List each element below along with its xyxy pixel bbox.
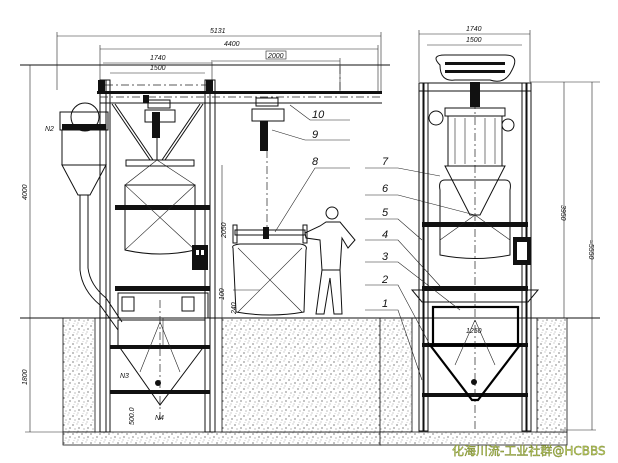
nozzle-n2-label: N2	[45, 126, 54, 133]
foundation-left	[62, 317, 382, 446]
dim-bag-height: 2050	[221, 222, 228, 239]
discharge-hopper-left	[117, 292, 209, 420]
dim-bag-gap: 100	[219, 288, 226, 300]
dim-side-total-height: ≈5550	[587, 240, 594, 260]
nozzle-n3-label: N3	[120, 373, 129, 380]
dust-collector-left	[59, 102, 123, 331]
hoist-left	[143, 95, 176, 160]
callout-6: 6	[382, 183, 389, 195]
dim-side-frame-width: 1740	[466, 26, 482, 33]
callout-7: 7	[382, 156, 389, 168]
dim-bag-base: 240	[231, 302, 238, 315]
callout-4: 4	[382, 229, 388, 241]
dimension-lines-right	[418, 30, 600, 431]
dim-frame-width: 1740	[150, 55, 166, 62]
callout-5: 5	[382, 207, 389, 219]
callout-2: 2	[381, 274, 388, 286]
callout-3: 3	[382, 251, 389, 263]
dim-inner-width: 1500	[150, 65, 166, 72]
callout-8: 8	[312, 156, 319, 168]
callout-1: 1	[382, 298, 388, 310]
watermark: 化海川流-工业社群@HCBBS	[452, 443, 606, 458]
dim-hoist-travel: 2000	[267, 53, 284, 60]
hoist-right	[251, 97, 285, 239]
dim-side-inner-width: 1500	[466, 37, 482, 44]
bulk-bag-right	[439, 179, 531, 265]
dim-overall-width: 5131	[210, 28, 226, 35]
callout-leaders-upper	[271, 104, 350, 233]
bulk-bag-lifted	[232, 224, 308, 316]
callout-leaders-side	[365, 167, 476, 381]
dim-hopper-opening: 1250	[466, 328, 482, 335]
dim-rail-span: 4400	[224, 41, 240, 48]
dim-height: 4000	[22, 184, 29, 200]
callout-9: 9	[312, 129, 318, 141]
discharge-hopper-right	[410, 289, 540, 402]
dim-side-height: 3950	[559, 205, 566, 221]
nozzle-n4-label: N4	[155, 415, 164, 422]
dim-hopper-clearance: 500.0	[129, 407, 136, 425]
bulk-bag-left	[124, 159, 208, 270]
operator-figure	[304, 206, 356, 315]
callout-10: 10	[312, 109, 325, 121]
dust-collector-right	[428, 82, 515, 216]
dim-pit-depth: 1800	[22, 369, 29, 385]
